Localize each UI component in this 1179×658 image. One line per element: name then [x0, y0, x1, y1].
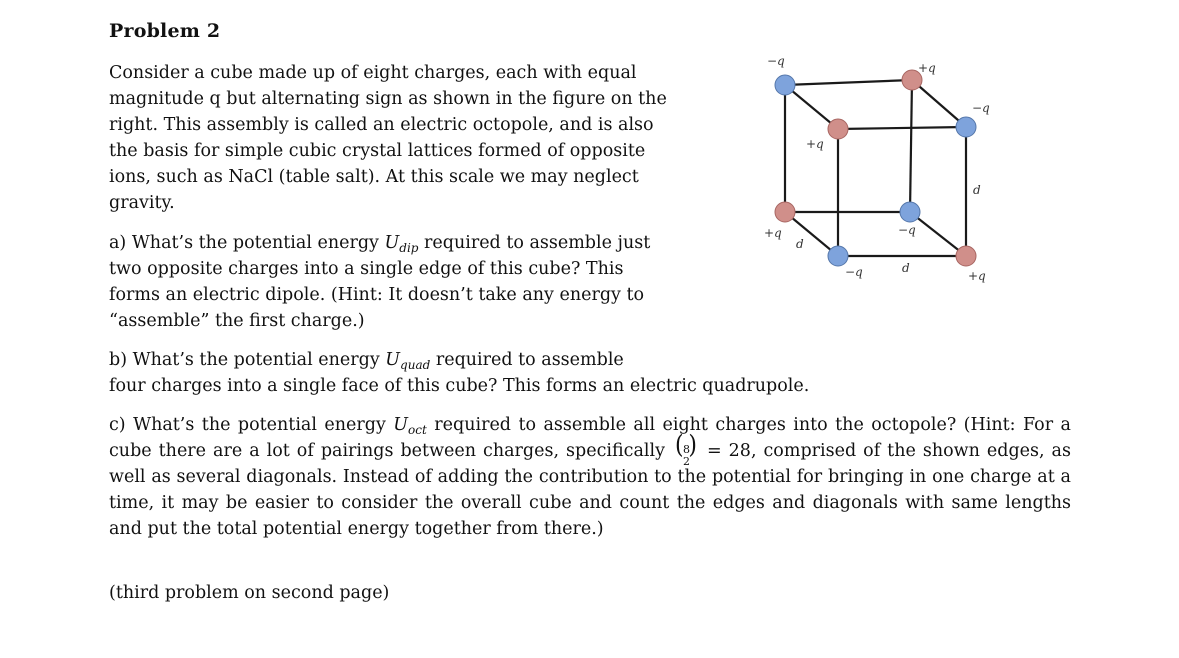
label-back-top-left: −q — [767, 54, 785, 68]
label-back-bottom-right: −q — [898, 223, 916, 237]
part-a-question: a) What’s the potential energy Udip requ… — [109, 230, 669, 334]
binomial-n: 8 — [682, 443, 690, 456]
charge-front-bottom-left — [827, 245, 849, 267]
part-a-subscript: dip — [399, 241, 419, 255]
cube-edges — [783, 78, 968, 258]
part-b-subscript: quad — [400, 358, 431, 372]
footer-note: (third problem on second page) — [109, 583, 390, 603]
part-a-label: a) What’s the potential energy — [109, 233, 379, 253]
part-c-label: c) What’s the potential energy — [109, 415, 386, 435]
octopole-cube-figure: −q +q −q +q +q −q −q +q d d d — [764, 54, 990, 283]
part-a-symbol: U — [384, 233, 400, 253]
cube-charges — [774, 69, 977, 267]
charge-labels: −q +q −q +q +q −q −q +q d d d — [764, 54, 990, 283]
charge-back-bottom-right — [899, 201, 921, 223]
charge-front-top-left — [827, 118, 849, 140]
part-b-symbol: U — [385, 350, 401, 370]
label-front-bottom-right: +q — [968, 269, 986, 283]
label-back-top-right: +q — [918, 61, 936, 75]
part-c-text-rest: , comprised of the shown edges, as well … — [109, 441, 1071, 539]
label-edge-right-d: d — [973, 183, 981, 197]
edge-front-top — [837, 125, 967, 131]
part-b-text-line1: required to assemble — [435, 350, 624, 370]
charge-back-bottom-left — [774, 201, 796, 223]
binomial-k: 2 — [682, 455, 690, 468]
part-b-text-line2: four charges into a single face of this … — [109, 376, 810, 396]
edge-depth-bottom-left — [784, 211, 839, 257]
part-b-question: b) What’s the potential energy Uquad req… — [109, 347, 1109, 399]
part-c-text: required to assemble all eight charges i… — [109, 415, 1071, 461]
label-front-top-left: +q — [806, 137, 824, 151]
charge-back-top-left — [774, 74, 796, 96]
charge-front-top-right — [955, 116, 977, 138]
intro-paragraph: Consider a cube made up of eight charges… — [109, 63, 667, 213]
edge-depth-top-left — [784, 84, 839, 130]
label-back-bottom-left: +q — [764, 226, 782, 240]
edge-back-top — [784, 78, 913, 87]
charge-back-top-right — [901, 69, 923, 91]
label-edge-bottom-d: d — [902, 261, 910, 275]
part-c-subscript: oct — [408, 423, 427, 437]
label-edge-diag-d: d — [796, 237, 804, 251]
label-front-top-right: −q — [972, 101, 990, 115]
part-b-label: b) What’s the potential energy — [109, 350, 380, 370]
part-c-symbol: U — [393, 415, 409, 435]
charge-front-bottom-right — [955, 245, 977, 267]
binomial-value: = 28 — [706, 441, 751, 461]
problem-heading: Problem 2 — [109, 20, 221, 42]
edge-depth-bottom-right — [909, 211, 967, 257]
edge-depth-top-right — [911, 79, 967, 128]
part-a-text: required to assemble just two opposite c… — [109, 233, 651, 331]
edge-back-right — [908, 79, 914, 213]
label-front-bottom-left: −q — [845, 265, 863, 279]
part-c-question: c) What’s the potential energy Uoct requ… — [109, 412, 1071, 542]
